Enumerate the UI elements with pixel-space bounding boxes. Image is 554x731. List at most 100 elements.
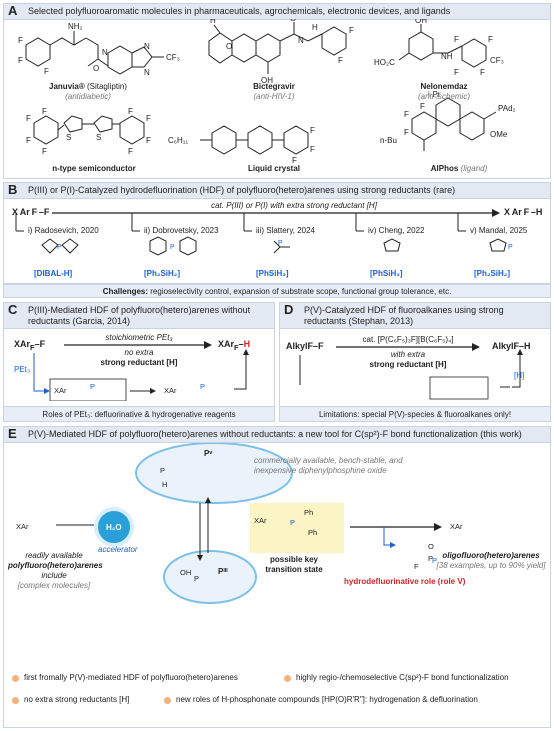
alphos-label: AlPhos (ligand) xyxy=(430,164,488,173)
svg-text:P: P xyxy=(428,554,433,563)
svg-text:F: F xyxy=(146,114,151,123)
panel-d-product: AlkylF–H xyxy=(492,341,531,351)
nelonemdaz-ring1 xyxy=(408,31,434,61)
svg-text:P: P xyxy=(278,240,283,247)
bictegravir-oh: OH xyxy=(261,76,273,85)
panel-b-product: X Ar F –H xyxy=(504,207,543,217)
svg-text:P: P xyxy=(508,244,513,251)
svg-text:Ph: Ph xyxy=(308,528,317,537)
ref-dobrovetsky: ii) Dobrovetsky, 2023 xyxy=(144,226,219,235)
januvia-nh2: NH₂ xyxy=(68,22,83,31)
panel-b-title: P(III) or P(I)-Catalyzed hydrodefluorina… xyxy=(28,185,456,195)
panel-d-h-label: [H] xyxy=(514,371,525,380)
product-caption-2: [38 examples, up to 90% yield] xyxy=(436,561,546,570)
panel-e-title: P(V)-Mediated HDF of polyfluoro(hetero)a… xyxy=(28,429,522,439)
nelonemdaz-use: (anti-ischemic) xyxy=(417,92,470,101)
semiconductor-ring1 xyxy=(33,115,59,145)
panel-c-footer: Roles of PEt₃: defluorinative & hydrogen… xyxy=(3,406,275,422)
panel-b-arrow-label: cat. P(III) or P(I) with extra strong re… xyxy=(211,201,377,210)
svg-text:F: F xyxy=(44,67,49,76)
panel-d-letter: D xyxy=(284,302,294,317)
januvia-ring xyxy=(25,37,51,67)
substrate-caption-4: [complex molecules] xyxy=(17,581,91,590)
bullet-2: highly regio-/chemoselective C(sp²)-F bo… xyxy=(296,673,509,682)
panel-c-header: C P(III)-Mediated HDF of polyfluoro(hete… xyxy=(4,303,274,329)
svg-text:O: O xyxy=(93,64,99,73)
nelonemdaz-label: Nelonemdaz xyxy=(420,82,468,91)
svg-text:F: F xyxy=(292,156,297,165)
pv-bubble xyxy=(135,443,293,504)
panel-a: A Selected polyfluoroaromatic molecules … xyxy=(3,3,551,179)
panel-e: E P(V)-Mediated HDF of polyfluoro(hetero… xyxy=(3,426,551,728)
svg-text:F: F xyxy=(42,147,47,156)
svg-text:P: P xyxy=(194,574,199,583)
svg-text:O: O xyxy=(290,19,296,23)
substrate-caption-3: include xyxy=(41,571,67,580)
pv-bubble-text: commercially available, bench-stable, an… xyxy=(254,456,403,475)
panel-a-letter: A xyxy=(8,3,18,18)
svg-text:F: F xyxy=(404,128,409,137)
svg-text:P: P xyxy=(160,466,165,475)
panel-c-title: P(III)-Mediated HDF of polyfluoro(hetero… xyxy=(28,305,251,326)
panel-c-side-label: PEt₃ xyxy=(14,365,31,374)
bictegravir-core xyxy=(231,33,257,63)
svg-text:P: P xyxy=(290,518,295,527)
svg-text:XAr: XAr xyxy=(254,516,267,525)
nelonemdaz-cf3: CF₃ xyxy=(490,56,504,65)
bictegravir-label: Bictegravir xyxy=(253,82,295,91)
reductant-2: [Ph₂SiH₂] xyxy=(144,269,180,278)
januvia-label: Januvia® (Sitagliptin) xyxy=(49,82,127,91)
svg-text:O: O xyxy=(226,42,232,51)
svg-text:F: F xyxy=(128,107,133,116)
lc-label: Liquid crystal xyxy=(247,164,300,173)
alphos-ring1 xyxy=(411,111,437,141)
svg-text:Ph: Ph xyxy=(304,508,313,517)
panel-b-letter: B xyxy=(8,182,18,197)
panel-c-letter: C xyxy=(8,302,18,317)
panel-b-reactant: X Ar F –F xyxy=(12,207,50,217)
bullet-1: first fromally P(V)-mediated HDF of poly… xyxy=(24,673,238,682)
panel-d-header: D P(V)-Catalyzed HDF of fluoroalkanes us… xyxy=(280,303,550,329)
lc-cyclohexyl xyxy=(211,125,237,155)
januvia-cf3: CF₃ xyxy=(166,53,180,62)
svg-text:N: N xyxy=(144,42,150,51)
ts-label-1: possible key xyxy=(269,555,319,564)
semiconductor-ring2 xyxy=(119,115,145,145)
product-caption-1: oligofluoro(hetero)arenes xyxy=(442,551,540,560)
svg-text:XAr: XAr xyxy=(450,522,463,531)
svg-text:S: S xyxy=(66,133,71,142)
svg-text:F: F xyxy=(338,56,343,65)
svg-text:P: P xyxy=(170,244,175,251)
svg-text:N: N xyxy=(102,48,108,57)
svg-text:F: F xyxy=(404,110,409,119)
piii-label: Pᴵᴵᴵ xyxy=(218,567,228,576)
svg-text:F: F xyxy=(310,145,315,154)
svg-text:F: F xyxy=(488,35,493,44)
alphos-nbu: n-Bu xyxy=(380,136,397,145)
svg-text:F: F xyxy=(420,102,425,111)
bullet-4: new roles of H-phosphonate compounds [HP… xyxy=(176,695,478,704)
lc-chain: C₆H₁₁ xyxy=(168,136,188,145)
svg-text:XAr: XAr xyxy=(54,386,67,395)
nelonemdaz-oh: OH xyxy=(415,19,427,25)
alphos-pad2: PAd₂ xyxy=(498,104,516,113)
nelonemdaz-ring2 xyxy=(461,38,487,68)
piii-bubble xyxy=(163,550,257,604)
bictegravir-use: (anti-HIV-1) xyxy=(253,92,295,101)
svg-text:F: F xyxy=(310,126,315,135)
water-label: H₂O xyxy=(106,523,122,532)
svg-text:F: F xyxy=(349,26,354,35)
panel-b: B P(III) or P(I)-Catalyzed hydrodefluori… xyxy=(3,182,551,284)
svg-text:P: P xyxy=(90,382,95,391)
semiconductor-label: n-type semiconductor xyxy=(52,164,136,173)
panel-b-challenges: Challenges: regioselectivity control, ex… xyxy=(3,284,551,298)
reductant-5: [Ph₂SiH₂] xyxy=(474,269,510,278)
svg-text:N: N xyxy=(144,68,150,77)
reductant-1: [DIBAL-H] xyxy=(34,269,73,278)
water-icon xyxy=(94,507,134,547)
panel-a-title: Selected polyfluoroaromatic molecules in… xyxy=(28,6,451,16)
svg-text:F: F xyxy=(454,68,459,77)
bullet-3: no extra strong reductants [H] xyxy=(24,695,130,704)
